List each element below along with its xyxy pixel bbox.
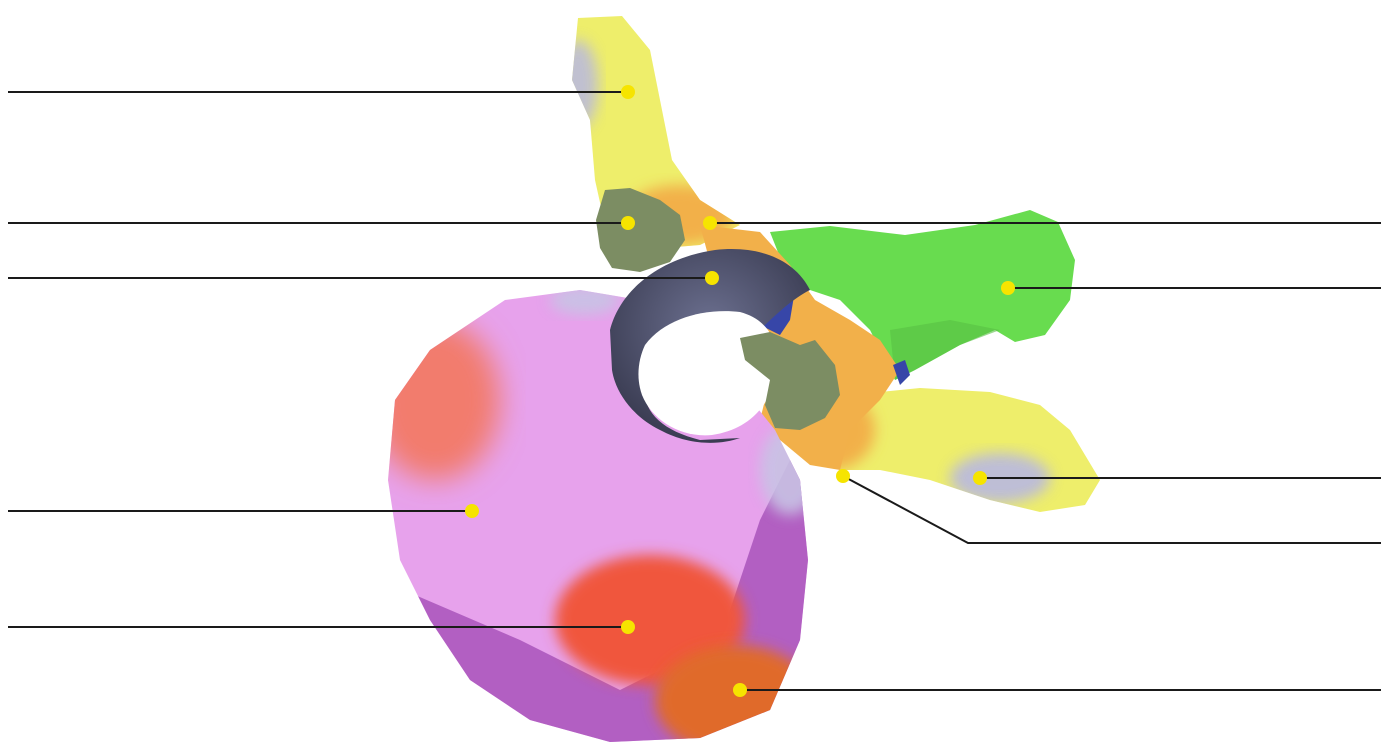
marker-body-endplate-patch[interactable] [621, 620, 635, 634]
marker-body-inferior-patch[interactable] [733, 683, 747, 697]
marker-spinous-process[interactable] [1001, 281, 1015, 295]
canal-blue-shadow-right [893, 360, 910, 385]
marker-transverse-process-tip[interactable] [973, 471, 987, 485]
marker-superior-articular-process-left[interactable] [621, 216, 635, 230]
marker-lamina[interactable] [703, 216, 717, 230]
vertebral-body-shape [388, 290, 808, 742]
right-articular-process [740, 332, 840, 430]
left-transverse-tip-tint [572, 40, 598, 130]
marker-pedicle[interactable] [705, 271, 719, 285]
leader-lines [8, 91, 1381, 691]
spinous-process-shade [890, 320, 1000, 380]
left-articular-process [596, 188, 685, 272]
marker-lamina-lower[interactable] [836, 469, 850, 483]
markers [465, 85, 1015, 697]
pedicle-ring [610, 249, 810, 443]
spinous-process-shape [770, 210, 1075, 380]
vertebral-body-top-tint [550, 290, 620, 315]
vertebral-body-blush-left [388, 320, 500, 480]
marker-vertebral-body[interactable] [465, 504, 479, 518]
marker-transverse-process-left[interactable] [621, 85, 635, 99]
leader-line-lamina-lower [842, 475, 1381, 544]
